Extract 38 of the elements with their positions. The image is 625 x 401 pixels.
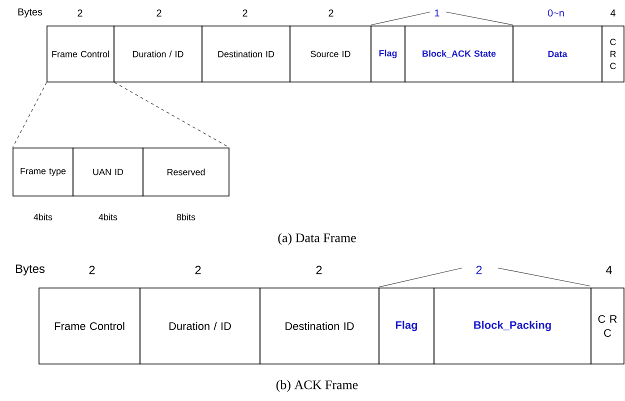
leader-line <box>114 82 230 148</box>
byte-count: 0~n <box>548 9 564 17</box>
field-box: Duration / ID <box>114 26 202 82</box>
byte-count: 2 <box>195 266 201 274</box>
byte-count: 2 <box>78 10 82 16</box>
field-box: Destination ID <box>202 26 290 82</box>
byte-count: 2 <box>476 266 482 274</box>
leader-line <box>12 82 47 148</box>
field-box: Duration / ID <box>140 288 260 364</box>
field-box: Data <box>512 26 602 82</box>
field-box: Destination ID <box>260 288 380 364</box>
field-box: Frame Control <box>46 26 114 82</box>
caption: (b) ACK Frame <box>276 380 358 392</box>
bit-count: 4bits <box>98 214 118 220</box>
field-box: C R C <box>602 26 624 82</box>
field-box: Flag <box>378 288 434 364</box>
caption: (a) Data Frame <box>278 233 356 245</box>
field-box: Block_ACK State <box>404 26 514 82</box>
field-box: Flag <box>370 26 406 82</box>
field-box: Source ID <box>290 26 372 82</box>
field-box: Frame Control <box>38 288 140 364</box>
byte-count: 2 <box>89 266 95 274</box>
bit-count: 4bits <box>34 214 52 220</box>
field-box: Frame type <box>12 148 74 196</box>
byte-count: 1 <box>434 10 440 16</box>
byte-count: 2 <box>328 10 334 16</box>
field-box: Block_Packing <box>434 288 592 364</box>
field-box: UAN ID <box>72 148 144 196</box>
row-label: Bytes <box>18 8 42 18</box>
field-box: C R C <box>590 288 624 364</box>
row-label: Bytes <box>16 264 45 276</box>
byte-count: 4 <box>606 266 612 274</box>
byte-count: 2 <box>156 10 162 16</box>
byte-count: 2 <box>242 10 248 16</box>
byte-count: 4 <box>610 10 616 16</box>
field-box: Reserved <box>142 148 230 196</box>
bit-count: 8bits <box>176 214 196 220</box>
byte-count: 2 <box>316 266 322 274</box>
